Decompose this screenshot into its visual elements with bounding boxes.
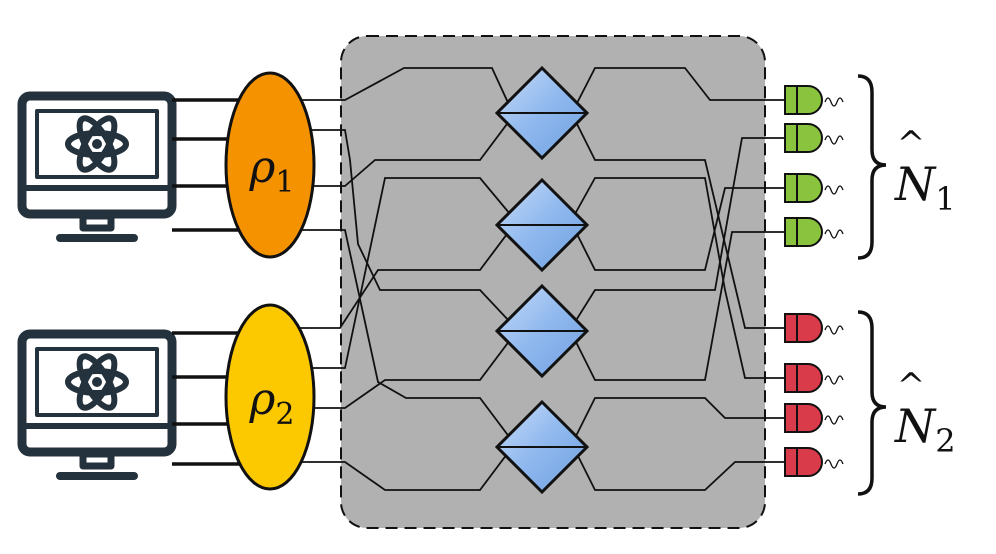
computer-1-ports — [172, 98, 240, 232]
source-1-label: ρ1 — [249, 142, 295, 200]
beam-splitter — [494, 399, 590, 495]
detector — [784, 173, 844, 203]
monitor-atom-icon — [17, 91, 177, 242]
detector — [784, 363, 844, 393]
beam-splitter — [494, 65, 590, 161]
source-2-ellipse — [224, 303, 316, 491]
brace-group-1 — [857, 74, 887, 260]
brace-group-2 — [857, 310, 887, 496]
group-1-label: N1 — [894, 157, 956, 218]
source-2-label: ρ2 — [249, 374, 295, 432]
beam-splitter — [494, 177, 590, 273]
interferometer-box — [340, 35, 766, 529]
detector — [784, 447, 844, 477]
group-2-label: N2 — [894, 399, 956, 460]
group-2-label-hat: ^ — [897, 366, 926, 406]
monitor-atom-icon — [17, 329, 177, 480]
waveguide-network — [300, 67, 785, 491]
detector — [784, 313, 844, 343]
beam-splitter — [494, 283, 590, 379]
computer-2-ports — [172, 331, 240, 466]
detector — [784, 217, 844, 247]
group-1-label-hat: ^ — [897, 124, 926, 164]
source-1-ellipse — [224, 71, 316, 259]
detector — [784, 85, 844, 115]
detector — [784, 123, 844, 153]
detector — [784, 403, 844, 433]
